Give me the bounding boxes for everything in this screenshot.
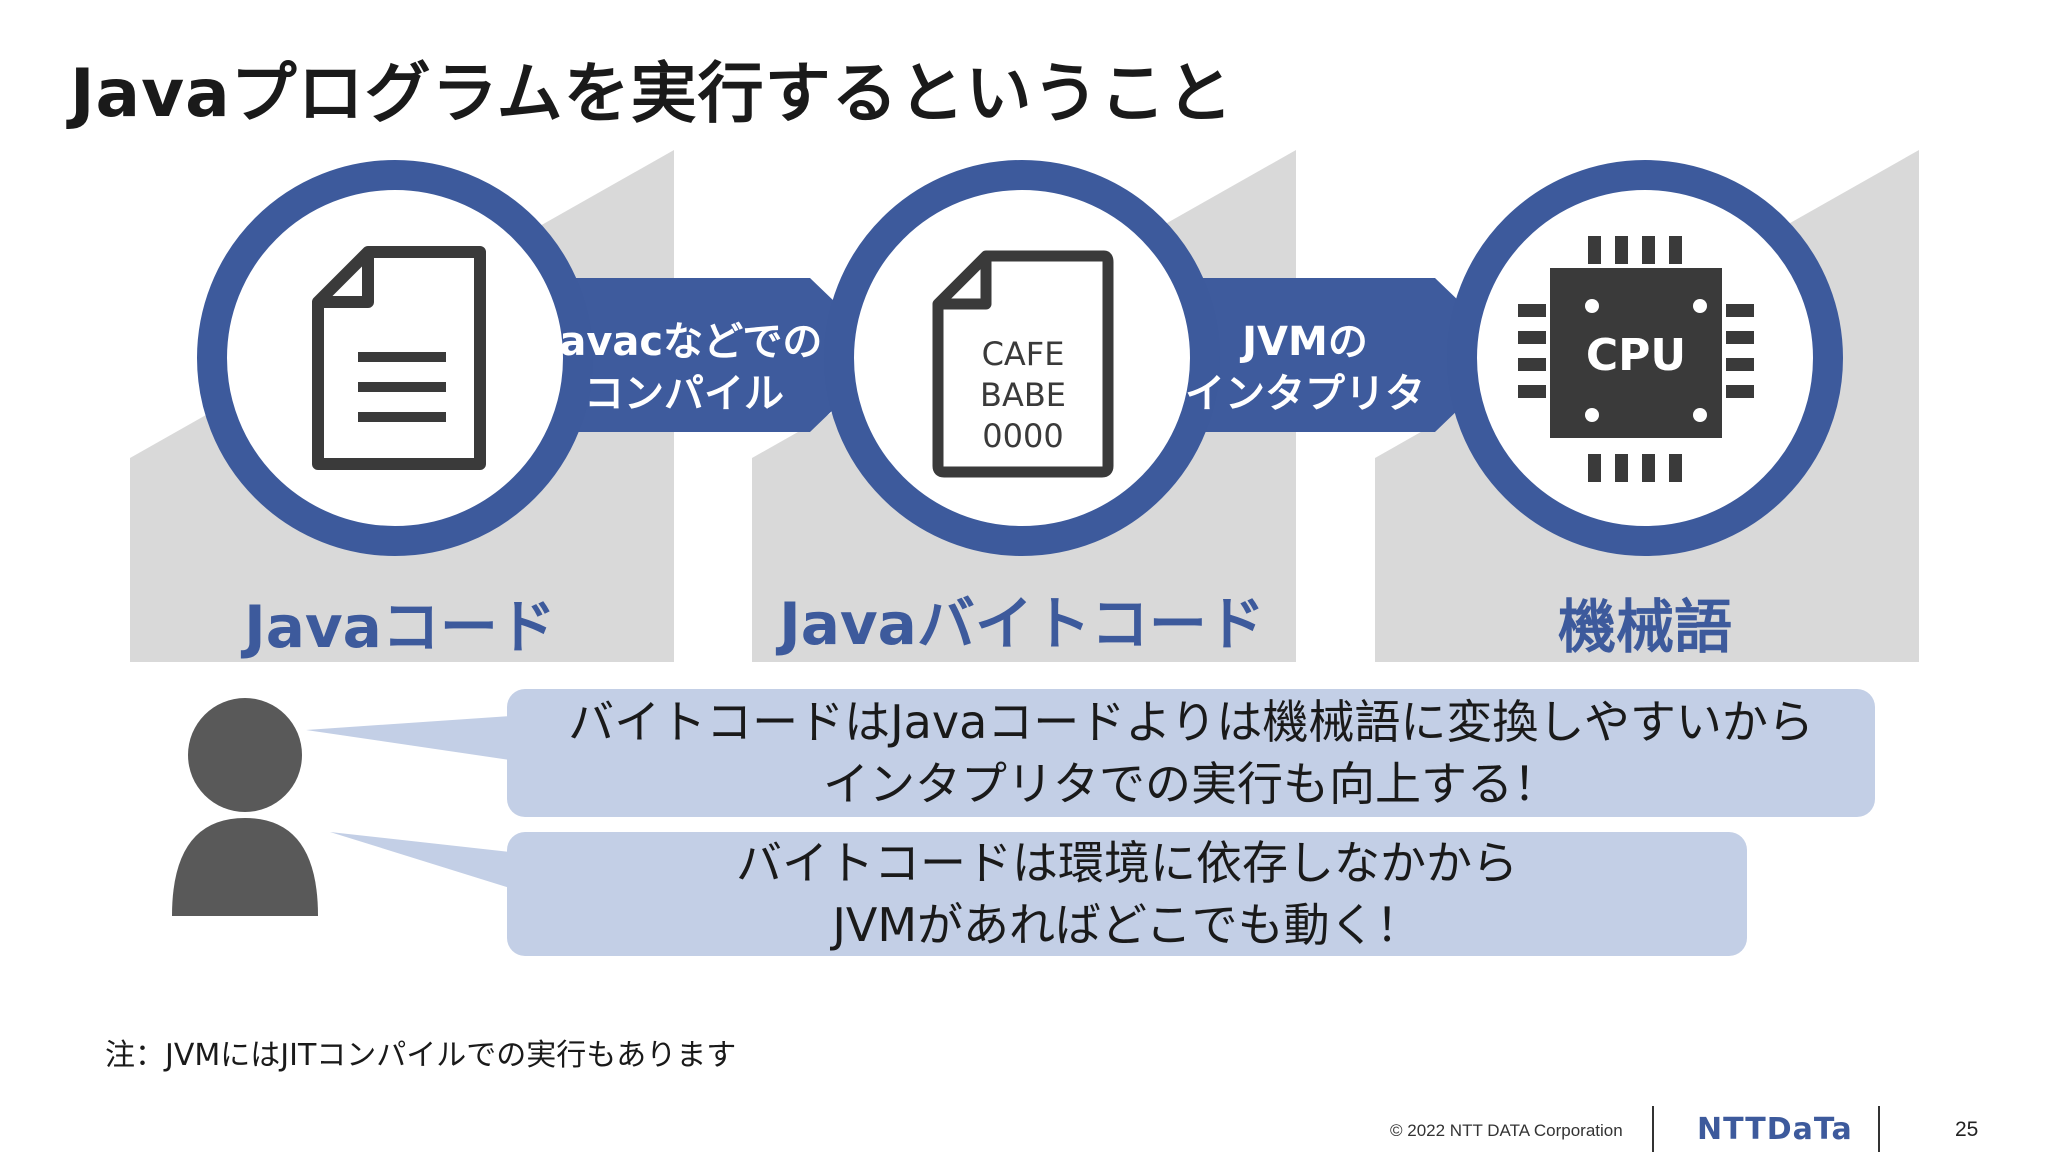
- bubble-tail-2: [330, 832, 510, 888]
- interpret-arrow-line1: JVMの: [1242, 319, 1368, 365]
- cpu-label: CPU: [1585, 330, 1687, 381]
- bytecode-file-icon: [932, 250, 1114, 478]
- slide-title: Javaプログラムを実行するということ: [70, 55, 1234, 132]
- stage-label-machine-code: 機械語: [1557, 593, 1732, 661]
- bubble-2-line1: バイトコードは環境に依存しなかから: [736, 836, 1518, 890]
- footer-divider-1: [1652, 1106, 1654, 1152]
- speech-bubble-1: バイトコードはJavaコードよりは機械語に変換しやすいから インタプリタでの実行…: [507, 689, 1875, 817]
- bubble-tail-1: [306, 716, 510, 760]
- interpret-arrow-line2: インタプリタ: [1185, 371, 1425, 417]
- bubble-2-line2: JVMがあればどこでも動く！: [832, 898, 1422, 952]
- person-icon: [172, 698, 318, 916]
- bytecode-line-1: CAFE: [981, 335, 1065, 373]
- bytecode-line-2: BABE: [979, 376, 1066, 414]
- stage-label-java-code: Javaコード: [244, 593, 556, 661]
- bytecode-hex: CAFE BABE 0000: [963, 334, 1083, 457]
- interpret-arrow-label: JVMの インタプリタ: [1155, 316, 1455, 420]
- copyright: © 2022 NTT DATA Corporation: [1390, 1121, 1623, 1140]
- compile-arrow-line1: javacなどでの: [545, 319, 823, 365]
- compile-arrow-label: javacなどでの コンパイル: [534, 316, 834, 420]
- document-icon: [312, 246, 486, 470]
- speech-bubble-2: バイトコードは環境に依存しなかから JVMがあればどこでも動く！: [507, 832, 1747, 956]
- stage-label-bytecode: Javaバイトコード: [779, 590, 1265, 658]
- bubble-1-line1: バイトコードはJavaコードよりは機械語に変換しやすいから: [568, 695, 1814, 749]
- interpret-arrow: [1120, 278, 1515, 432]
- ntt-data-logo: NTTDaTa: [1697, 1112, 1853, 1147]
- page-number: 25: [1955, 1118, 1979, 1141]
- compile-arrow: [500, 278, 890, 432]
- cpu-icon: [1518, 236, 1754, 482]
- bytecode-line-3: 0000: [982, 417, 1064, 455]
- footnote: 注：JVMにはJITコンパイルでの実行もあります: [105, 1038, 737, 1073]
- compile-arrow-line2: コンパイル: [584, 371, 784, 417]
- bubble-1-line2: インタプリタでの実行も向上する！: [823, 757, 1559, 811]
- footer-divider-2: [1878, 1106, 1880, 1152]
